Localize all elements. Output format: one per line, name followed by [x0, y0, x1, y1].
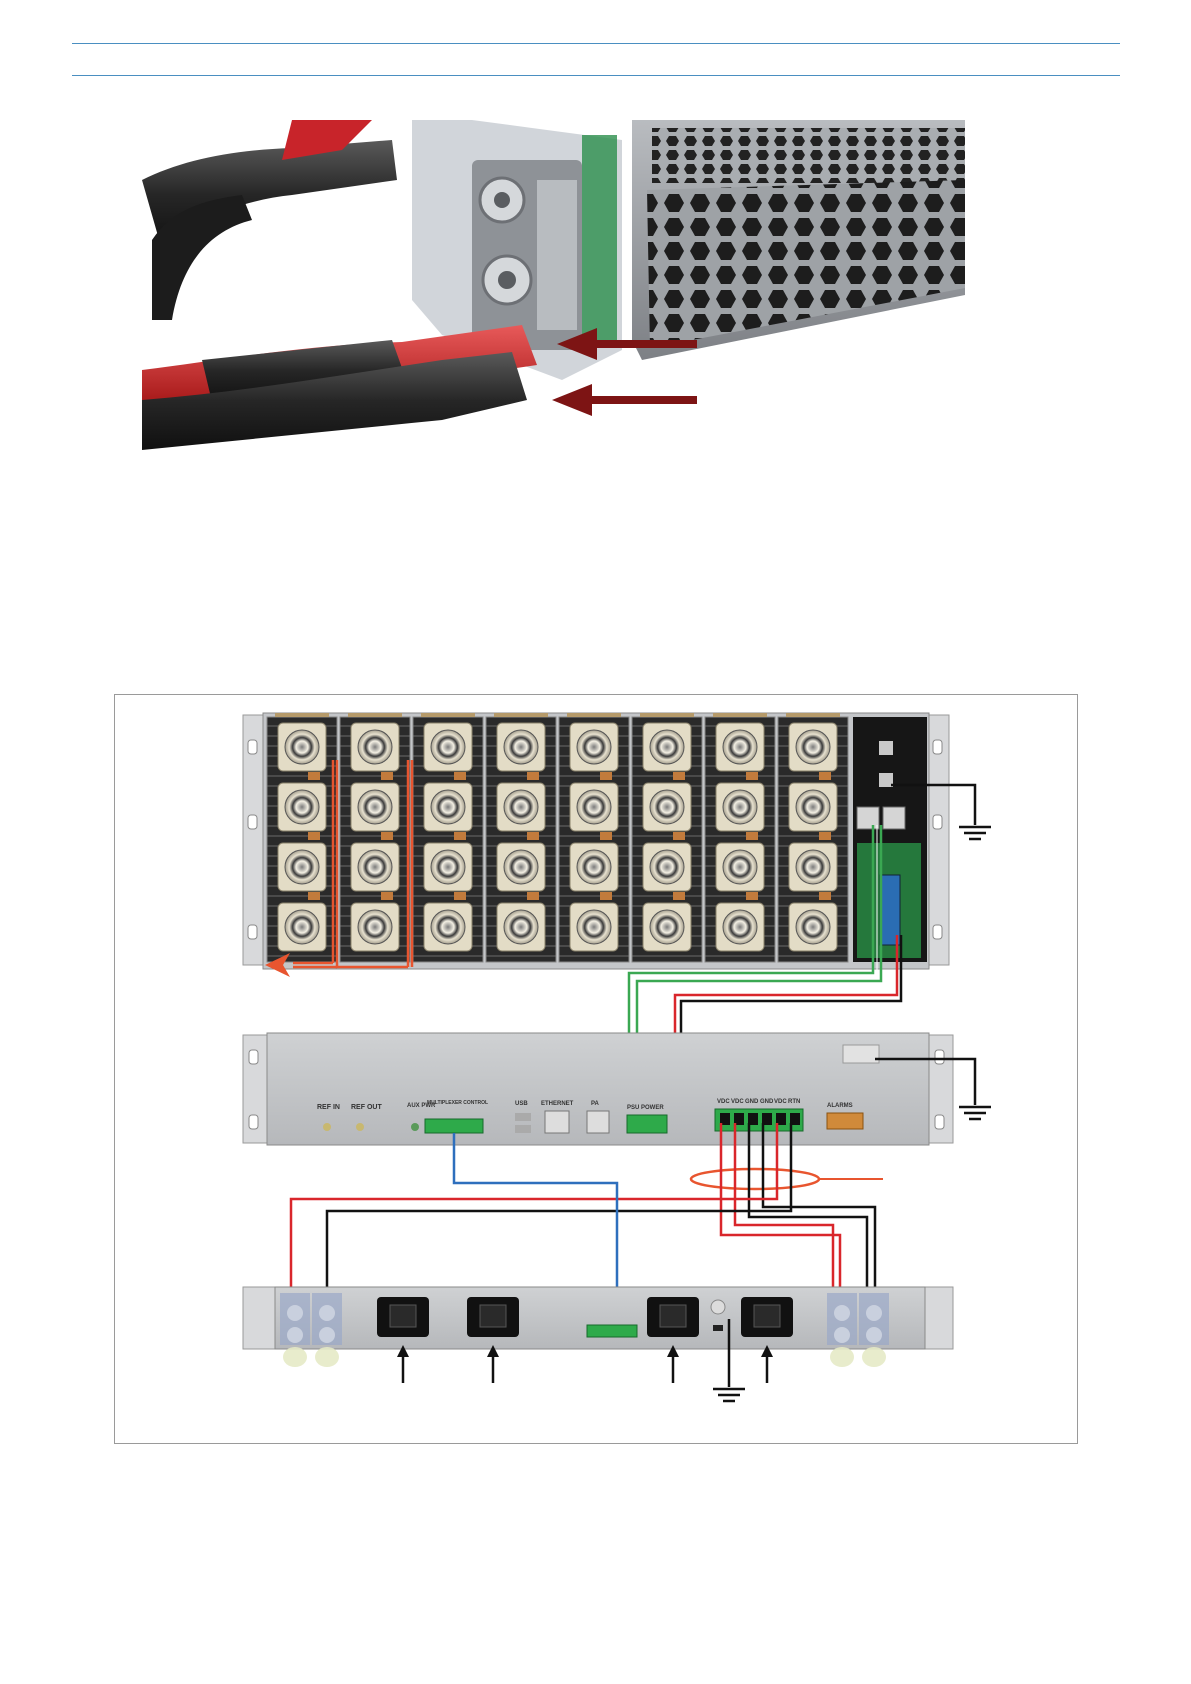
multiplexer-module [705, 713, 775, 962]
usb-label: USB [515, 1101, 528, 1107]
terminal-vdc-1-label: VDC [717, 1099, 730, 1105]
multiplexer-control-cable [454, 1133, 617, 1295]
cable-connection-illustration [142, 120, 965, 472]
terminal-gnd-2-label: GND [760, 1099, 774, 1105]
ac-inlet-3 [647, 1297, 699, 1337]
terminal-vdc-3-label: VDC [774, 1099, 787, 1105]
multiplexer-control-label: MULTIPLEXER CONTROL [427, 1100, 488, 1106]
wiring-diagram-frame: REF IN REF OUT AUX PWR MULTIPLEXER CONTR… [114, 694, 1078, 1444]
ref-in-label: REF IN [317, 1104, 340, 1111]
multiplexer-module [778, 713, 848, 962]
header-rule-top [72, 43, 1120, 44]
ac-inlet-1 [377, 1297, 429, 1337]
ref-out-label: REF OUT [351, 1104, 382, 1111]
terminal-rtn-label: RTN [788, 1099, 800, 1105]
wiring-diagram: REF IN REF OUT AUX PWR MULTIPLEXER CONTR… [115, 695, 1077, 1443]
controller-unit [243, 1033, 953, 1145]
multiplexer-module [340, 713, 410, 962]
cable-connection-photo [142, 120, 965, 472]
terminal-gnd-1-label: GND [745, 1099, 759, 1105]
ethernet-label: ETHERNET [541, 1101, 574, 1107]
multiplexer-module [559, 713, 629, 962]
terminal-vdc-2-label: VDC [731, 1099, 744, 1105]
alarms-label: ALARMS [827, 1103, 853, 1109]
power-shelf [243, 1287, 953, 1367]
ac-inlet-4 [741, 1297, 793, 1337]
dc-bundle-highlight [691, 1169, 819, 1189]
psu-power-label: PSU POWER [627, 1105, 664, 1111]
ac-inlet-2 [467, 1297, 519, 1337]
multiplexer-shelf [243, 713, 949, 969]
pa-port-label: PA [591, 1101, 600, 1107]
multiplexer-module [632, 713, 702, 962]
ac-input-arrows [397, 1345, 773, 1383]
dc-supply-cables [291, 1123, 875, 1290]
multiplexer-module [413, 713, 483, 962]
multiplexer-module [267, 713, 337, 962]
multiplexer-module [486, 713, 556, 962]
header-rule-bottom [72, 75, 1120, 76]
